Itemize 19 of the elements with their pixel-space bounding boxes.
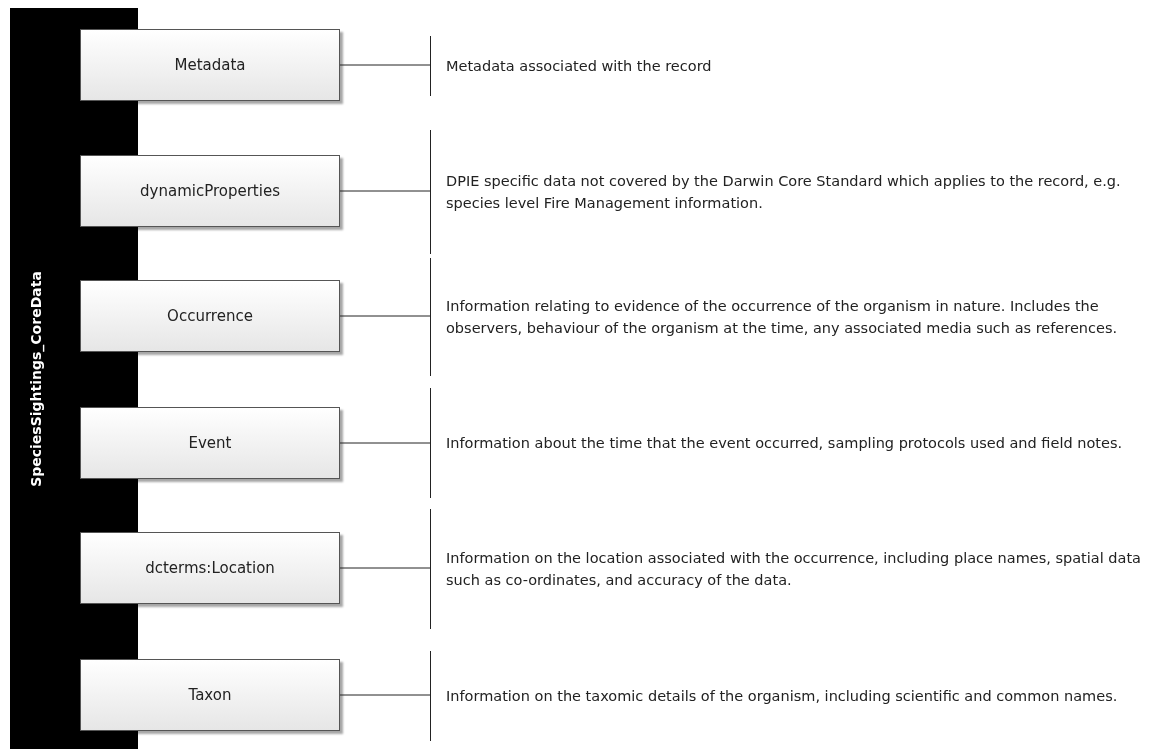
description-text: Information relating to evidence of the occurrence of the organism in nature. Includes the observers, behaviour of the organism at the time, any associated media such as references. [446,296,1119,338]
class-box: Event [80,407,340,479]
description-text: DPIE specific data not covered by the Darwin Core Standard which applies to the record, e.g. species level Fire Management information. [446,171,1122,213]
description-text: Information on the taxomic details of the organism, including scientific and common names. [446,686,1118,706]
connector-line [339,694,431,696]
connector-line [339,442,431,444]
connector-line [339,315,431,317]
class-box: Taxon [80,659,340,731]
class-box: Occurrence [80,280,340,352]
class-box: Metadata [80,29,340,101]
connector-line [339,64,431,66]
class-box: dynamicProperties [80,155,340,227]
description-text: Metadata associated with the record [446,56,712,76]
description-text: Information about the time that the event occurred, sampling protocols used and field notes. [446,433,1123,453]
class-box: dcterms:Location [80,532,340,604]
connector-line [339,567,431,569]
connector-line [339,190,431,192]
band-title: SpeciesSightings_CoreData [28,270,44,487]
description-text: Information on the location associated with the occurrence, including place names, spatial data such as co-ordinates, and accuracy of the data. [446,548,1142,590]
